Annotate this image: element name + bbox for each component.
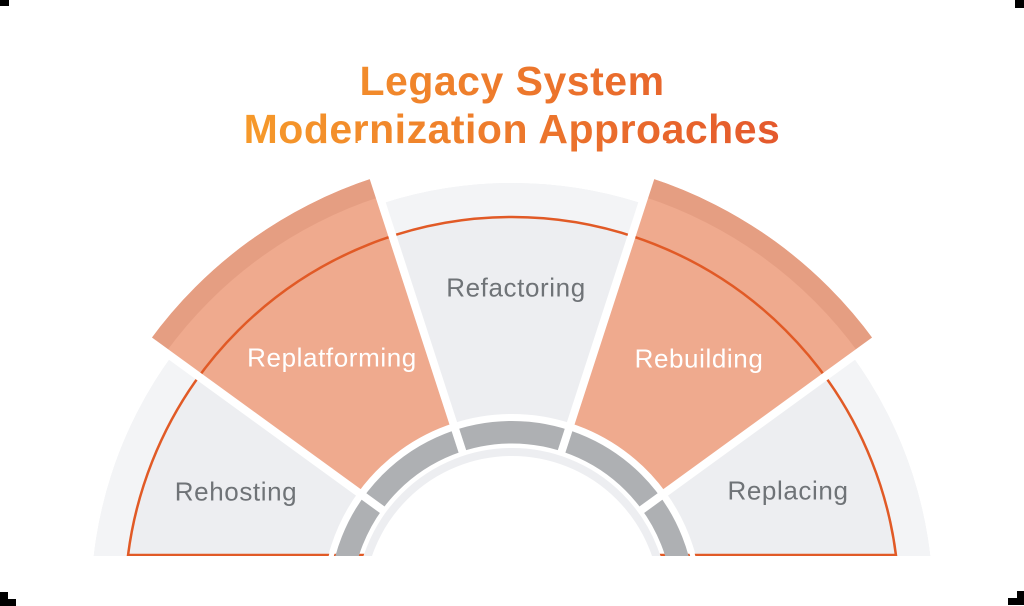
segment-rebuilding-rim xyxy=(644,177,875,353)
gap-refactoring-rebuilding xyxy=(551,138,667,473)
segment-rehosting-rim xyxy=(93,356,199,556)
gap-replatforming-refactoring xyxy=(357,138,473,473)
gap-rebuilding-replacing xyxy=(622,313,910,525)
segment-refactoring xyxy=(381,182,643,424)
corner-mark-top-left xyxy=(0,0,9,6)
corner-mark-top-right xyxy=(1015,0,1024,8)
corner-mark-bottom-left xyxy=(0,592,16,606)
dial-arc-line xyxy=(126,215,898,556)
segment-refactoring-rim xyxy=(381,182,643,236)
center-faint-ring xyxy=(363,448,661,556)
corner-mark-bottom-right xyxy=(1008,591,1024,605)
segment-rebuilding xyxy=(570,177,875,493)
segment-label-refactoring: Refactoring xyxy=(446,272,586,303)
segment-gaps xyxy=(114,138,910,525)
segment-replacing-rim xyxy=(825,356,931,556)
inner-gray-ring xyxy=(335,421,689,556)
segment-label-replatforming: Replatforming xyxy=(247,342,417,373)
segment-label-replacing: Replacing xyxy=(727,475,849,506)
segment-replatforming-rim xyxy=(149,177,380,353)
segment-label-rebuilding: Rebuilding xyxy=(634,343,764,374)
ring-outer-gap xyxy=(328,414,696,556)
segment-label-rehosting: Rehosting xyxy=(174,476,298,507)
gap-rehosting-replatforming xyxy=(114,313,402,525)
segment-replatforming xyxy=(149,177,454,493)
